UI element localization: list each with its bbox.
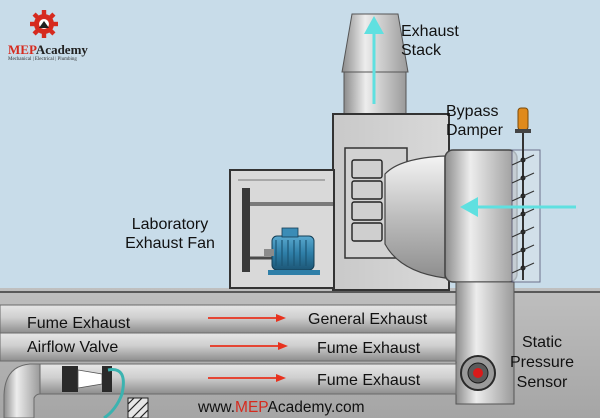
logo-name-prefix: MEP (8, 42, 36, 57)
logo-wordmark: MEPAcademy (8, 42, 88, 58)
label-sensor-line1: Static (521, 334, 562, 351)
label-lab-fan-line2: Exhaust Fan (125, 235, 215, 252)
label-lab-fan-line1: Laboratory (131, 216, 209, 233)
label-lab-exhaust-fan: Laboratory Exhaust Fan (115, 215, 225, 253)
duct-fume-exhaust-1 (0, 332, 457, 362)
label-fume-valve-line1: Fume Exhaust (27, 315, 131, 332)
label-sensor-line3: Sensor (516, 374, 568, 391)
label-exhaust-stack: Exhaust Stack (401, 22, 459, 60)
motor-enclosure (229, 169, 335, 289)
label-duct-fume-1: Fume Exhaust (317, 340, 421, 357)
label-duct-general: General Exhaust (308, 311, 428, 328)
label-exhaust-stack-line2: Stack (401, 42, 442, 59)
footer-url-suffix: Academy.com (267, 399, 365, 416)
gear-icon (30, 10, 58, 38)
airflow-arrow-stack (364, 16, 384, 104)
logo-name-suffix: Academy (35, 42, 88, 57)
footer-url-brand: MEP (235, 399, 268, 416)
label-static-pressure-sensor: Static Pressure Sensor (502, 333, 582, 393)
static-pressure-sensor (460, 355, 496, 391)
duct-flow-arrows (208, 314, 288, 382)
fan-housing (332, 113, 450, 291)
label-bypass-damper: Bypass Damper (446, 102, 503, 140)
label-sensor-line2: Pressure (509, 354, 575, 371)
label-bypass-damper-line1: Bypass (446, 103, 499, 120)
logo-tagline: Mechanical | Electrical | Plumbing (8, 57, 77, 62)
label-exhaust-stack-line1: Exhaust (401, 23, 459, 40)
fume-airflow-valve (62, 366, 125, 418)
footer-url: www.MEPAcademy.com (198, 399, 365, 417)
floor-hatch (127, 397, 149, 418)
footer-url-prefix: www. (198, 399, 236, 416)
label-duct-fume-2: Fume Exhaust (317, 372, 421, 389)
label-fume-valve-line2: Airflow Valve (27, 339, 119, 356)
motor (264, 227, 320, 275)
label-bypass-damper-line2: Damper (446, 122, 503, 139)
airflow-arrow-bypass (460, 197, 576, 217)
label-fume-airflow-valve: Fume Exhaust Airflow Valve (27, 312, 130, 360)
